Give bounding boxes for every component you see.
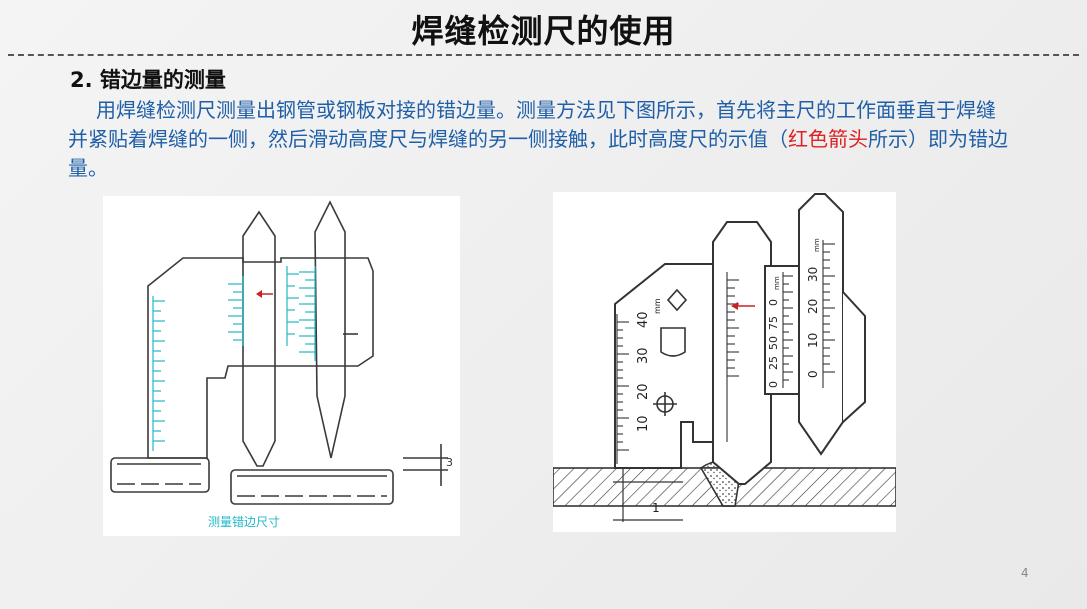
right-height-blade (798, 193, 866, 456)
left-figure-caption: 测量错边尺寸 (208, 515, 280, 529)
svg-text:30: 30 (636, 347, 651, 364)
figure-left-misalignment: 3 测量错边尺寸 (103, 196, 460, 536)
svg-text:mm: mm (813, 238, 821, 252)
svg-text:10: 10 (636, 415, 651, 432)
right-slider-labels: 0 25 50 75 0 mm (767, 276, 781, 388)
right-height-scale-labels: 0 10 20 30 mm (806, 238, 821, 378)
svg-text:20: 20 (636, 383, 651, 400)
right-slider-blade (712, 221, 772, 485)
svg-text:mm: mm (773, 276, 781, 290)
svg-text:0: 0 (767, 381, 780, 388)
page-number: 4 (1021, 566, 1029, 580)
right-dimension-label: 1 (652, 501, 660, 515)
highlight-text: 红色箭头 (788, 127, 868, 151)
svg-text:30: 30 (806, 267, 820, 282)
paragraph-text-1: 用焊缝检测尺测量出钢管或钢板对接的错边量。测量方法见下图所示，首先将主尺的工作面… (68, 98, 996, 151)
right-main-ruler (614, 263, 744, 469)
left-cyan-scale-marks (152, 266, 316, 451)
right-red-arrow (731, 302, 755, 310)
svg-text:75: 75 (767, 316, 780, 330)
svg-text:0: 0 (806, 370, 820, 378)
left-red-arrow (256, 290, 273, 298)
svg-text:10: 10 (806, 333, 820, 348)
title-divider (8, 54, 1079, 56)
svg-text:20: 20 (806, 299, 820, 314)
section-heading: 2. 错边量的测量 (70, 68, 226, 92)
svg-text:0: 0 (767, 299, 780, 306)
right-gauge-drawing: 10 20 30 40 mm (553, 193, 896, 522)
svg-text:25: 25 (767, 356, 780, 370)
body-paragraph: 用焊缝检测尺测量出钢管或钢板对接的错边量。测量方法见下图所示，首先将主尺的工作面… (68, 96, 1013, 183)
svg-text:50: 50 (767, 336, 780, 350)
base-plates (553, 460, 896, 507)
slide-title: 焊缝检测尺的使用 (411, 12, 676, 50)
svg-text:mm: mm (653, 298, 662, 314)
left-gauge-drawing: 3 测量错边尺寸 (110, 200, 453, 529)
left-dimension-label: 3 (446, 456, 453, 469)
svg-text:40: 40 (636, 311, 651, 328)
paragraph-text-2: 所示）即为错边量。 (68, 127, 1008, 180)
right-main-scale-labels: 10 20 30 40 mm (636, 298, 662, 432)
figure-right-gauge-on-weld: 10 20 30 40 mm (553, 192, 896, 532)
